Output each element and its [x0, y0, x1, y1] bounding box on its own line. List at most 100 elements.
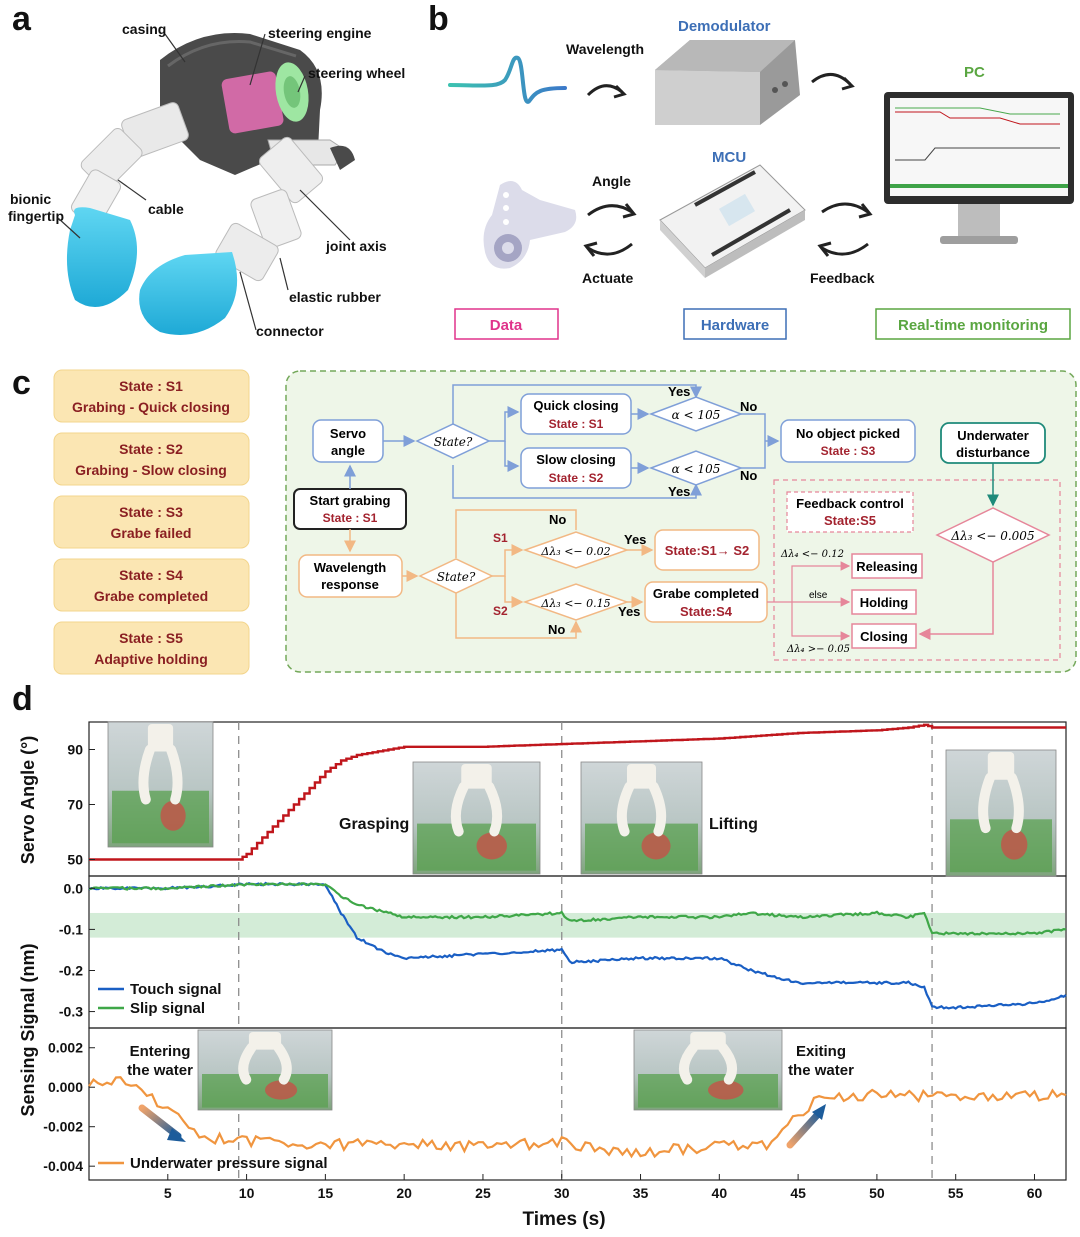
mcu-board-icon: [659, 164, 806, 278]
x-tick-label: 55: [948, 1185, 964, 1201]
panel-a-letter: a: [12, 0, 32, 38]
feedback-region: [773, 479, 1061, 661]
quick-closing-state: State : S1: [549, 417, 604, 431]
x-tick-label: 20: [396, 1185, 412, 1201]
sensing-y-axis-label: Sensing Signal (nm): [18, 943, 38, 1116]
gripper-illustration: [66, 33, 355, 335]
cond-012-label: Δλ₄ <− 0.12: [780, 549, 844, 560]
annotation-exiting-1: Exiting: [796, 1043, 846, 1060]
x-tick-label: 30: [554, 1185, 570, 1201]
no-label-4: No: [548, 622, 565, 637]
slow-closing-state: State : S2: [549, 471, 604, 485]
node-closing: [851, 623, 917, 649]
cycle-arrow-icon: [586, 84, 627, 99]
pressure-legend: Underwater pressure signal: [98, 1155, 328, 1172]
label-angle: Angle: [592, 173, 631, 189]
label-cable: cable: [148, 201, 184, 217]
state-card-title: State : S5: [119, 630, 183, 646]
photo-exiting-water: [633, 1029, 783, 1111]
alpha-cond-2: α < 105: [672, 462, 721, 476]
monitoring-box: [875, 308, 1071, 340]
cond-0005-label: Δλ₃ <− 0.005: [950, 529, 1034, 543]
y-tick-label: 90: [67, 742, 83, 758]
yes-label-2: Yes: [668, 484, 690, 499]
plot-frame: [88, 721, 1067, 877]
panel-d-letter: d: [12, 680, 33, 718]
no-label-1: No: [740, 399, 757, 414]
monitoring-box-label: Real-time monitoring: [898, 317, 1048, 334]
panel-c-letter: c: [12, 364, 31, 402]
slip-threshold-band: [90, 912, 1065, 938]
hardware-box: [683, 308, 787, 340]
branch-s1: S1: [493, 531, 508, 545]
annotation-entering-2: the water: [127, 1062, 193, 1079]
alpha-cond-1: α < 105: [672, 408, 721, 422]
label-steering-engine: steering engine: [268, 25, 372, 41]
label-demodulator: Demodulator: [678, 18, 771, 35]
label-casing: casing: [122, 21, 166, 37]
grabe-completed-label: Grabe completed: [653, 586, 759, 601]
state-card-title: State : S1: [119, 378, 183, 394]
plot-frame: [88, 875, 1067, 1029]
x-tick-label: 5: [164, 1185, 172, 1201]
y-tick-label: -0.3: [59, 1004, 83, 1020]
state-decision-2-label: State?: [437, 570, 476, 584]
sync-arrows-icon: [817, 202, 873, 257]
legend-pressure: Underwater pressure signal: [130, 1155, 328, 1172]
annotation-grasping: Grasping: [339, 816, 409, 833]
state-card-desc: Grabing - Quick closing: [72, 399, 230, 415]
photo-start: [107, 721, 214, 848]
s1-to-s2-label: State:S1→ S2: [665, 543, 750, 558]
yes-label-1: Yes: [668, 384, 690, 399]
closing-label: Closing: [860, 629, 908, 644]
y-tick-label: -0.2: [59, 962, 83, 978]
pressure-signal-line: [88, 1076, 1067, 1159]
node-cond-0005: [935, 507, 1051, 563]
photo-entering-water: [197, 1029, 333, 1111]
y-tick-label: 0.000: [48, 1079, 83, 1095]
no-object-label: No object picked: [796, 426, 900, 441]
state-card-desc: Grabe completed: [94, 588, 208, 604]
state-card: [53, 621, 250, 675]
flowchart: Servo angle State? Quick closing State :…: [293, 384, 1061, 661]
hardware-box-label: Hardware: [701, 317, 769, 334]
x-tick-label: 45: [790, 1185, 806, 1201]
y-tick-label: -0.004: [43, 1158, 83, 1174]
pc-monitor-icon: [884, 92, 1074, 244]
state-card: [53, 558, 250, 612]
label-feedback: Feedback: [810, 270, 875, 286]
label-bionic: bionic: [10, 191, 51, 207]
branch-s2: S2: [493, 604, 508, 618]
else-label: else: [809, 590, 828, 601]
plot-frame: [88, 1027, 1067, 1181]
node-no-object: [780, 419, 916, 463]
label-mcu: MCU: [712, 149, 746, 166]
label-connector: connector: [256, 323, 324, 339]
y-tick-label: 0.002: [48, 1040, 83, 1056]
x-tick-label: 10: [239, 1185, 255, 1201]
label-pc: PC: [964, 64, 985, 81]
state-card: [53, 369, 250, 423]
label-fingertip: fingertip: [8, 208, 64, 224]
no-label-2: No: [740, 468, 757, 483]
data-box: [454, 308, 559, 340]
underwater-line1: Underwater: [957, 428, 1029, 443]
state-card: [53, 432, 250, 486]
no-label-3: No: [549, 512, 566, 527]
state-card-title: State : S3: [119, 504, 183, 520]
cond-002-label: Δλ₃ <− 0.02: [540, 545, 610, 558]
x-tick-label: 40: [712, 1185, 728, 1201]
node-holding: [851, 589, 917, 615]
label-steering-wheel: steering wheel: [308, 65, 405, 81]
quick-closing-label: Quick closing: [533, 398, 618, 413]
x-tick-label: 25: [475, 1185, 491, 1201]
state-card-title: State : S2: [119, 441, 183, 457]
servo-angle-line1: Servo: [330, 426, 366, 441]
demodulator-icon: [655, 40, 800, 125]
exiting-arrow-icon: [786, 1108, 824, 1149]
y-tick-label: -0.002: [43, 1119, 83, 1135]
